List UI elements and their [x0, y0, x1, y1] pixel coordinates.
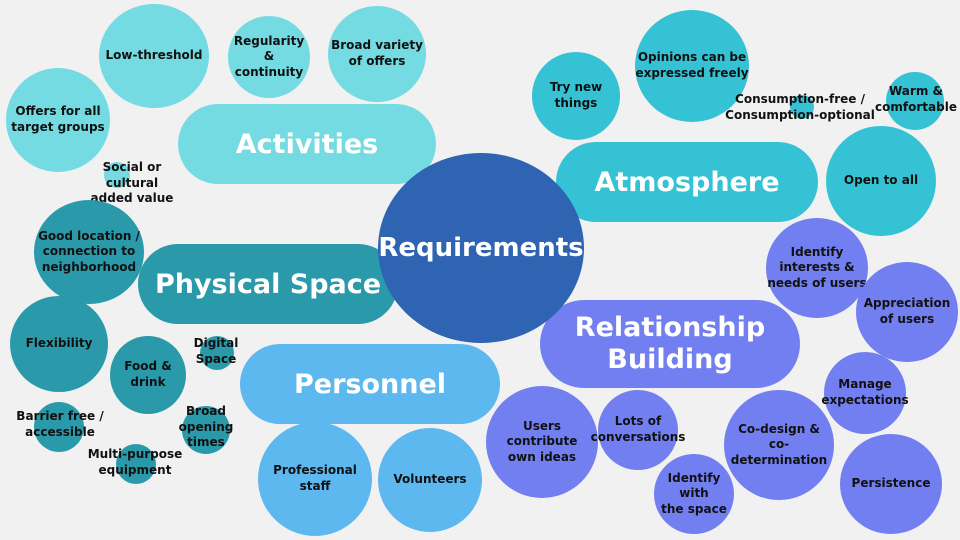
volunteers-label: Volunteers: [393, 472, 467, 487]
category-relationship-label: Relationship Building: [574, 311, 766, 375]
category-personnel-label: Personnel: [293, 368, 447, 400]
category-atmosphere-label: Atmosphere: [594, 166, 780, 198]
broad-variety-label: Broad variety of offers: [331, 38, 423, 68]
users-ideas-label: Users contribute own ideas: [506, 418, 578, 464]
bubble-low-threshold: Low-threshold: [99, 4, 209, 108]
opinions-label: Opinions can be expressed freely: [635, 50, 749, 80]
bubble-social-cultural-dot: [104, 162, 130, 188]
category-physical-space-label: Physical Space: [154, 268, 382, 300]
location-label: Good location / connection to neighborho…: [38, 228, 140, 274]
low-threshold-label: Low-threshold: [105, 48, 203, 63]
category-activities-label: Activities: [235, 128, 379, 160]
bubble-manage: Manage expectations: [821, 352, 909, 434]
warm-label: Warm & comfortable: [875, 84, 957, 114]
bubble-broad-variety: Broad variety of offers: [328, 6, 426, 102]
bubble-identify-space: Identify with the space: [654, 454, 734, 534]
bubble-regularity: Regularity & continuity: [228, 16, 310, 98]
bubble-appreciation: Appreciation of users: [856, 262, 958, 362]
open-to-all-label: Open to all: [843, 173, 919, 188]
category-personnel: Personnel: [240, 344, 500, 424]
bubble-try-new: Try new things: [532, 52, 620, 140]
category-physical-space: Physical Space: [138, 244, 398, 324]
codesign-label: Co-design & co-determination: [730, 421, 828, 467]
bubble-equipment-dot: [116, 444, 156, 484]
bubble-opinions: Opinions can be expressed freely: [635, 10, 749, 122]
barrier-free-label: Barrier free / accessible: [16, 409, 104, 439]
category-atmosphere: Atmosphere: [556, 142, 818, 222]
identify-space-label: Identify with the space: [661, 470, 727, 516]
bubble-professional: Professional staff: [258, 422, 372, 536]
bubble-barrier-free: [34, 402, 84, 452]
bubble-location: Good location / connection to neighborho…: [34, 200, 144, 304]
food-label: Food & drink: [124, 359, 172, 389]
center-requirements: Requirements: [378, 153, 584, 343]
bubble-open-to-all: Open to all: [826, 126, 936, 236]
persistence-label: Persistence: [851, 476, 931, 491]
flexibility-label: Flexibility: [25, 336, 93, 351]
category-relationship: Relationship Building: [540, 300, 800, 388]
bubble-users-ideas: Users contribute own ideas: [486, 386, 598, 498]
bubble-warm: [886, 72, 944, 130]
bubble-volunteers: Volunteers: [378, 428, 482, 532]
bubble-codesign: Co-design & co-determination: [724, 390, 834, 500]
try-new-label: Try new things: [549, 80, 603, 110]
regularity-label: Regularity & continuity: [233, 33, 305, 79]
consumption-label: Consumption-free / Consumption-optional: [725, 92, 875, 122]
bubble-opening-times: [182, 406, 230, 454]
equipment-label: Multi-purpose equipment: [87, 447, 183, 477]
center-requirements-label: Requirements: [378, 233, 584, 263]
digital-label: Digital Space: [193, 336, 239, 366]
target-groups-label: Offers for all target groups: [11, 104, 105, 134]
social-cultural-label: Social or cultural added value: [90, 160, 174, 206]
bubble-consumption-dot: [790, 95, 814, 119]
conversations-label: Lots of conversations: [590, 414, 686, 444]
bubble-identify-interests: Identify interests & needs of users: [766, 218, 868, 318]
opening-times-label: Broad opening times: [178, 404, 234, 450]
appreciation-label: Appreciation of users: [863, 296, 951, 326]
category-activities: Activities: [178, 104, 436, 184]
bubble-flexibility: Flexibility: [10, 296, 108, 392]
professional-label: Professional staff: [273, 463, 357, 493]
manage-label: Manage expectations: [821, 377, 909, 407]
bubble-digital-dot: [200, 336, 234, 370]
bubble-persistence: Persistence: [840, 434, 942, 534]
identify-interests-label: Identify interests & needs of users: [767, 244, 867, 290]
bubble-conversations: Lots of conversations: [591, 390, 685, 470]
bubble-target-groups: Offers for all target groups: [6, 68, 110, 172]
bubble-food: Food & drink: [110, 336, 186, 414]
